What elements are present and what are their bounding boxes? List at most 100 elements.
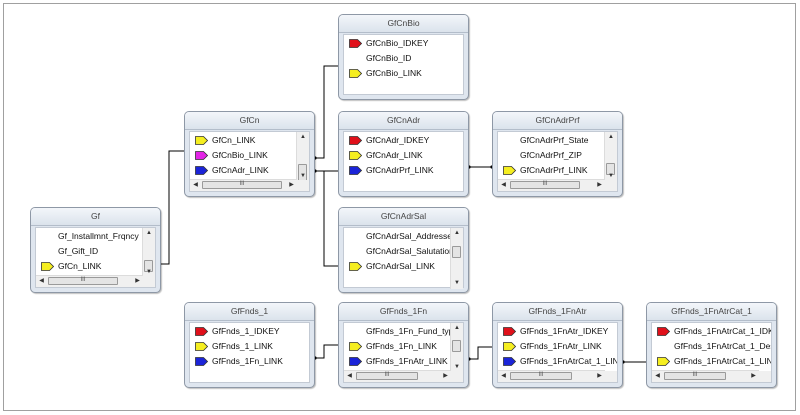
table-title[interactable]: GfCnAdrPrf [493, 112, 622, 130]
resize-grip[interactable] [451, 371, 463, 382]
horizontal-scrollbar[interactable]: ◀ III ▶ [498, 370, 605, 382]
scroll-right-arrow-icon[interactable]: ▶ [597, 182, 602, 188]
scroll-left-arrow-icon[interactable]: ◀ [193, 182, 198, 188]
scroll-left-arrow-icon[interactable]: ◀ [501, 182, 506, 188]
scroll-right-arrow-icon[interactable]: ▶ [597, 373, 602, 379]
scroll-down-arrow-icon[interactable]: ▼ [300, 173, 306, 179]
scroll-right-arrow-icon[interactable]: ▶ [135, 278, 140, 284]
scroll-right-arrow-icon[interactable]: ▶ [443, 373, 448, 379]
table-box-gfcn[interactable]: GfCnGfCn_LINKGfCnBio_LINKGfCnAdr_LINKGfC… [184, 111, 315, 197]
field-row[interactable]: GfCnAdrPrf_ZIP [498, 148, 617, 163]
table-field-list[interactable]: GfFnds_1FnAtrCat_1_IDKEYGfFnds_1FnAtrCat… [651, 322, 772, 383]
scroll-up-arrow-icon[interactable]: ▲ [146, 230, 152, 236]
scroll-thumb[interactable] [452, 340, 461, 352]
field-row[interactable]: GfCnBio_LINK [190, 148, 309, 163]
horizontal-scrollbar[interactable]: ◀III▶ [652, 370, 759, 382]
field-row[interactable]: Gf_Gift_ID [36, 244, 155, 259]
table-title[interactable]: GfCnAdr [339, 112, 468, 130]
horizontal-scrollbar[interactable]: ◀ III ▶ [190, 179, 297, 191]
scroll-up-arrow-icon[interactable]: ▲ [608, 134, 614, 140]
table-title[interactable]: GfCnAdrSal [339, 208, 468, 226]
resize-grip[interactable] [143, 276, 155, 287]
horizontal-scrollbar[interactable]: ◀ III ▶ [498, 179, 605, 191]
scroll-down-arrow-icon[interactable]: ▼ [608, 173, 614, 179]
table-field-list[interactable]: GfCn_LINKGfCnBio_LINKGfCnAdr_LINKGfCnAdr… [189, 131, 310, 192]
table-title[interactable]: GfFnds_1 [185, 303, 314, 321]
field-row[interactable]: GfCnBio_ID [344, 51, 463, 66]
scroll-left-arrow-icon[interactable]: ◀ [347, 373, 352, 379]
scroll-up-arrow-icon[interactable]: ▲ [454, 230, 460, 236]
table-title[interactable]: GfCnBio [339, 15, 468, 33]
resize-grip[interactable] [605, 371, 617, 382]
field-row[interactable]: GfFnds_1Fn_Fund_typ [344, 324, 463, 339]
scroll-thumb[interactable] [606, 163, 615, 175]
field-row[interactable]: GfCnAdrPrf_LINK [344, 163, 463, 178]
table-title[interactable]: Gf [31, 208, 160, 226]
field-row[interactable]: GfCnBio_IDKEY [344, 36, 463, 51]
scroll-thumb[interactable]: III [510, 181, 580, 189]
scroll-left-arrow-icon[interactable]: ◀ [39, 278, 44, 284]
field-row[interactable]: GfCnAdrPrf_State [498, 133, 617, 148]
horizontal-scrollbar[interactable]: ◀ III ▶ [344, 370, 451, 382]
scroll-down-arrow-icon[interactable]: ▼ [146, 269, 152, 275]
scroll-right-arrow-icon[interactable]: ▶ [289, 182, 294, 188]
scroll-up-arrow-icon[interactable]: ▲ [454, 325, 460, 331]
field-row[interactable]: GfFnds_1FnAtrCat_1_Desc [652, 339, 771, 354]
scroll-thumb[interactable]: III [48, 277, 118, 285]
scroll-left-arrow-icon[interactable]: ◀ [501, 373, 506, 379]
vertical-scrollbar[interactable]: ▲▼ [450, 323, 463, 373]
field-row[interactable]: GfCnAdr_LINK [190, 163, 309, 178]
resize-grip[interactable] [297, 180, 309, 191]
field-row[interactable]: GfFnds_1FnAtrCat_1_IDKEY [652, 324, 771, 339]
field-row[interactable]: GfCnAdrPrf_LINK [498, 163, 617, 178]
scroll-thumb[interactable]: III [356, 372, 418, 380]
scroll-up-arrow-icon[interactable]: ▲ [300, 134, 306, 140]
field-row[interactable]: GfCnBio_LINK [344, 66, 463, 81]
field-row[interactable]: GfCnAdr_LINK [344, 148, 463, 163]
resize-grip[interactable] [759, 371, 771, 382]
scroll-thumb[interactable] [452, 246, 461, 258]
scroll-down-arrow-icon[interactable]: ▼ [454, 364, 460, 370]
field-row[interactable]: GfCnAdrSal_Addresse [344, 229, 463, 244]
field-row[interactable]: GfFnds_1FnAtrCat_1_LINK [652, 354, 771, 369]
field-row[interactable]: Gf_Installmnt_Frqncy [36, 229, 155, 244]
field-row[interactable]: GfCn_LINK [36, 259, 155, 274]
field-row[interactable]: GfFnds_1FnAtr_LINK [344, 354, 463, 369]
scroll-thumb[interactable]: III [510, 372, 572, 380]
table-title[interactable]: GfFnds_1Fn [339, 303, 468, 321]
field-row[interactable]: GfFnds_1FnAtr_LINK [498, 339, 617, 354]
field-row[interactable]: GfCn_LINK [190, 133, 309, 148]
field-row[interactable]: GfFnds_1Fn_LINK [344, 339, 463, 354]
field-row[interactable]: GfFnds_1FnAtr_IDKEY [498, 324, 617, 339]
resize-grip[interactable] [605, 180, 617, 191]
field-row[interactable]: GfCnAdrSal_LINK [344, 259, 463, 274]
field-row[interactable]: GfCnAdrSal_Salutation [344, 244, 463, 259]
scroll-thumb[interactable]: III [664, 372, 726, 380]
field-row[interactable]: GfFnds_1Fn_LINK [190, 354, 309, 369]
scroll-thumb[interactable]: III [202, 181, 282, 189]
field-row[interactable]: GfFnds_1_LINK [190, 339, 309, 354]
field-row[interactable]: GfFnds_1_IDKEY [190, 324, 309, 339]
vertical-scrollbar[interactable]: ▲▼ [296, 132, 309, 186]
vertical-scrollbar[interactable]: ▲▼ [604, 132, 617, 182]
field-row[interactable]: GfCnAdr_IDKEY [344, 133, 463, 148]
table-title[interactable]: GfFnds_1FnAtr [493, 303, 622, 321]
field-row[interactable]: GfFnds_1FnAtrCat_1_LINK [498, 354, 617, 369]
scroll-left-arrow-icon[interactable]: ◀ [655, 373, 660, 379]
vertical-scrollbar[interactable]: ▲▼ [142, 228, 155, 278]
table-title[interactable]: GfCn [185, 112, 314, 130]
